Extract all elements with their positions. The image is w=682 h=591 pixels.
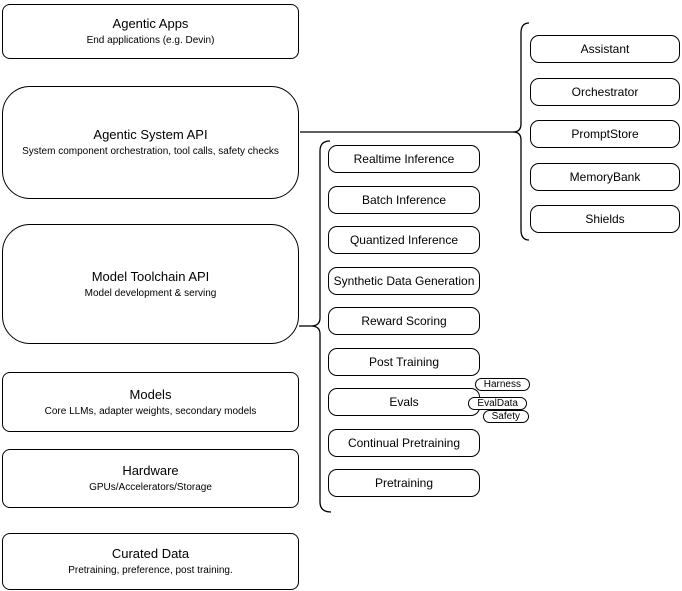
component-assistant: Assistant [530,35,680,63]
layer-subtitle: Model development & serving [84,287,217,299]
layer-subtitle: System component orchestration, tool cal… [22,146,279,157]
layer-agentic-apps: Agentic Apps End applications (e.g. Devi… [2,4,299,59]
capability-realtime-inference: Realtime Inference [328,145,480,173]
layer-title: Curated Data [111,546,190,561]
component-label: Assistant [580,42,630,56]
component-memorybank: MemoryBank [530,162,680,191]
capability-continual-pretraining: Continual Pretraining [328,428,480,457]
component-label: Orchestrator [571,84,639,99]
layer-subtitle: Pretraining, preference, post training. [68,565,233,576]
component-promptstore: PromptStore [530,120,680,148]
layer-title: Models [129,386,172,402]
layer-title: Agentic System API [93,127,208,142]
component-label: Shields [585,212,625,226]
capability-batch-inference: Batch Inference [328,185,480,214]
capability-label: Evals [389,395,419,409]
layer-title: Agentic Apps [112,16,189,31]
layer-agentic-system-api: Agentic System API System component orch… [2,86,299,199]
capability-quantized-inference: Quantized Inference [328,226,480,254]
capability-label: Post Training [368,354,440,369]
components-brace [512,22,530,241]
capability-pretraining: Pretraining [328,469,480,497]
layer-model-toolchain-api: Model Toolchain API Model development & … [2,224,299,344]
capability-label: Batch Inference [361,192,447,207]
layer-hardware: Hardware GPUs/Accelerators/Storage [2,449,299,508]
capability-label: Pretraining [374,476,434,490]
eval-tag-harness: Harness [474,378,530,391]
component-label: MemoryBank [569,169,641,184]
component-label: PromptStore [571,127,639,141]
capability-reward-scoring: Reward Scoring [328,307,480,335]
capability-label: Reward Scoring [361,314,447,328]
capability-post-training: Post Training [328,347,480,376]
eval-tag-safety: Safety [482,410,529,423]
capability-label: Continual Pretraining [347,435,461,450]
layer-subtitle: GPUs/Accelerators/Storage [89,482,212,493]
layer-title: Hardware [122,463,179,478]
capability-label: Quantized Inference [349,233,459,247]
component-shields: Shields [530,205,680,233]
component-orchestrator: Orchestrator [530,77,680,106]
layer-title: Model Toolchain API [91,268,210,284]
eval-tag-evaldata: EvalData [468,397,527,410]
capability-label: Synthetic Data Generation [333,273,475,288]
capability-synthetic-data-generation: Synthetic Data Generation [328,266,480,295]
layer-models: Models Core LLMs, adapter weights, secon… [2,372,299,432]
layer-curated-data: Curated Data Pretraining, preference, po… [2,533,299,590]
layer-subtitle: End applications (e.g. Devin) [86,35,215,46]
capability-label: Realtime Inference [353,152,455,166]
layer-subtitle: Core LLMs, adapter weights, secondary mo… [44,405,257,417]
